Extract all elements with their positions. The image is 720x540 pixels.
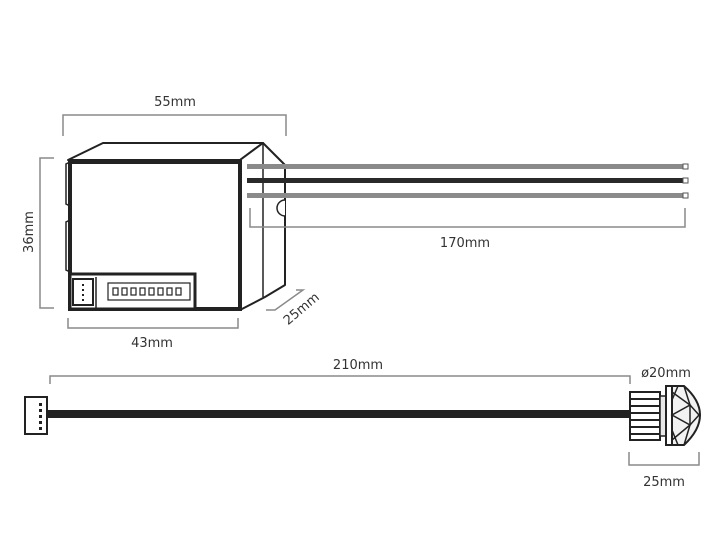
height-label: 36mm [22, 211, 37, 253]
wire-gray-top [247, 164, 683, 169]
cable-line [47, 410, 631, 418]
width-dimension-55: 55mm [62, 95, 287, 136]
sensor-lens [671, 385, 702, 446]
height-dimension-36: 36mm [22, 157, 54, 309]
pir-sensor-head [629, 385, 702, 446]
depth-dimension: 25mm [266, 289, 323, 329]
wire-length-label: 170mm [440, 236, 490, 251]
controller-module [65, 142, 286, 311]
width-label: 55mm [154, 95, 196, 110]
sensor-cable [24, 396, 631, 435]
depth-label: 25mm [281, 290, 323, 328]
cable-connector [24, 396, 48, 435]
sensor-diameter-label: ø20mm [641, 366, 691, 381]
wire-gray-bottom [247, 193, 683, 198]
sensor-length-label: 25mm [643, 475, 685, 490]
cable-length-label: 210mm [333, 358, 383, 373]
wire-length-dimension: 170mm [249, 208, 686, 251]
front-width-dimension: 43mm [67, 318, 239, 351]
front-width-label: 43mm [131, 336, 173, 351]
sensor-port [72, 278, 94, 306]
wire-dark [247, 178, 683, 183]
dip-switches [112, 287, 182, 296]
output-wires [247, 163, 689, 199]
sensor-length-dimension: 25mm [628, 452, 700, 490]
cable-length-dimension: 210mm [49, 358, 631, 384]
mounting-notch [276, 199, 286, 217]
